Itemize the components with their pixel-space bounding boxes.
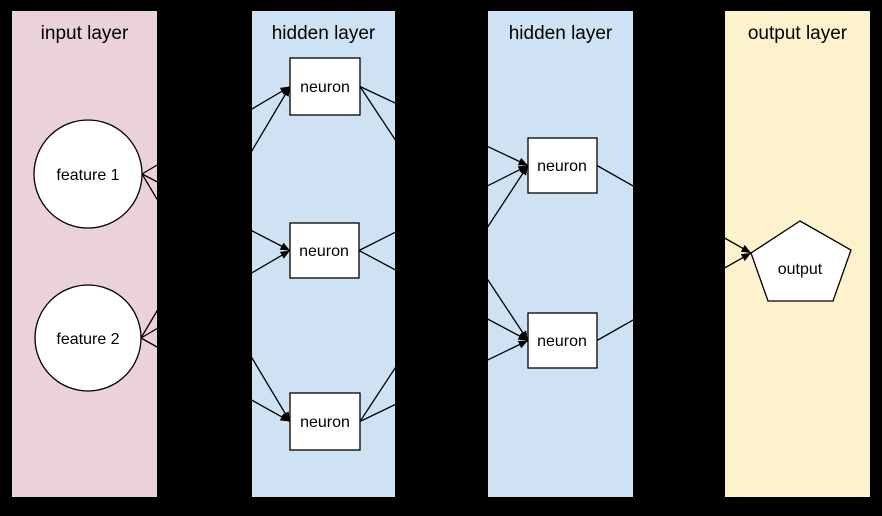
- edge-h1neuron3-h2neuron1: [359, 165, 529, 422]
- h1-neuron-2-node: [289, 222, 360, 279]
- feature-1-node: [33, 119, 143, 229]
- h1-neuron-3-label: neuron: [300, 414, 350, 431]
- edge-feature2-h1neuron2: [140, 249, 291, 339]
- edge-h2neuron1-output: [596, 164, 752, 254]
- edge-feature1-h1neuron1: [141, 85, 291, 175]
- h1-neuron-2-label: neuron: [299, 243, 349, 260]
- feature-2-label: feature 2: [56, 331, 119, 348]
- hidden-layer-2-title: hidden layer: [509, 23, 613, 44]
- edge-feature2-h1neuron3: [140, 337, 291, 423]
- output-label: output: [778, 261, 823, 278]
- hidden-layer-2-panel: [488, 11, 633, 497]
- feature-1-label: feature 1: [56, 167, 119, 184]
- h2-neuron-2-label: neuron: [537, 333, 587, 350]
- input-layer-title: input layer: [41, 23, 129, 44]
- input-layer-panel: [12, 11, 157, 497]
- h1-neuron-1-label: neuron: [300, 79, 350, 96]
- edge-h2neuron2-output: [596, 252, 752, 342]
- hidden-layer-1-title: hidden layer: [272, 23, 376, 44]
- edge-h1neuron2-h2neuron2: [358, 249, 529, 342]
- h1-neuron-3-node: [289, 392, 361, 451]
- h1-neuron-1-node: [289, 57, 361, 116]
- edge-h1neuron3-h2neuron2: [359, 339, 529, 423]
- output-node: [750, 220, 852, 302]
- edge-feature1-h1neuron3: [141, 173, 291, 422]
- edge-h1neuron2-h2neuron1: [358, 164, 529, 252]
- feature-2-node: [34, 284, 142, 392]
- h2-neuron-1-node: [527, 137, 598, 194]
- output-layer-title: output layer: [748, 23, 848, 44]
- h2-neuron-1-label: neuron: [537, 158, 587, 175]
- edge-feature2-h1neuron1: [140, 86, 291, 339]
- edge-h1neuron1-h2neuron1: [359, 85, 529, 167]
- edge-h1neuron1-h2neuron2: [359, 86, 529, 341]
- h2-neuron-2-node: [527, 312, 598, 369]
